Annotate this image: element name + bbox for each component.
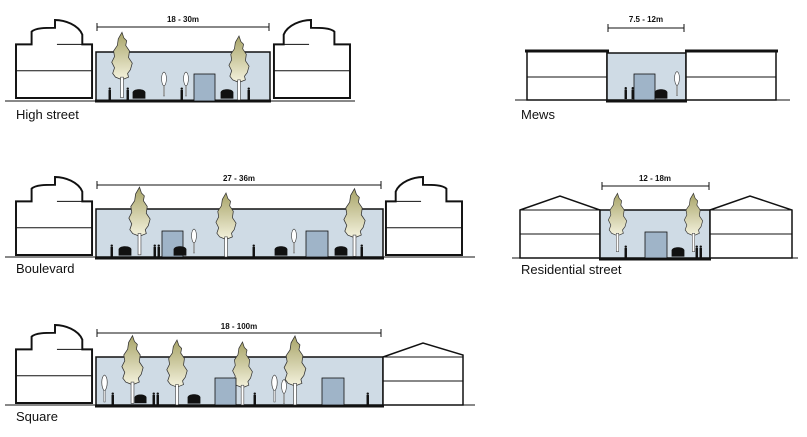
person-icon: [110, 244, 113, 257]
kiosk-icon: [193, 73, 216, 102]
section-boulevard: 27 - 36m Boulevard: [0, 160, 480, 280]
person-icon: [360, 244, 363, 257]
person-icon: [153, 244, 156, 257]
car-icon: [132, 89, 146, 99]
section-mews: 7.5 - 12m Mews: [510, 0, 807, 125]
building-icon: [14, 175, 94, 257]
person-icon: [366, 392, 369, 405]
building-icon: [384, 175, 464, 257]
person-icon: [624, 86, 627, 100]
person-icon: [252, 244, 255, 257]
car-icon: [187, 394, 201, 404]
section-residential-street: 12 - 18m Residential street: [500, 165, 807, 280]
square-drawing: [5, 323, 475, 408]
car-icon: [173, 246, 187, 256]
car-icon: [220, 89, 234, 99]
kiosk-icon: [644, 231, 668, 259]
car-icon: [334, 246, 348, 256]
kiosk-icon: [305, 230, 329, 258]
section-square: 18 - 100m Square: [0, 310, 480, 437]
residential-street-drawing: [512, 182, 798, 261]
person-icon: [695, 245, 698, 258]
kiosk-icon: [321, 377, 345, 406]
section-label: High street: [16, 107, 79, 122]
kiosk-icon: [633, 73, 656, 101]
section-label: Boulevard: [16, 261, 75, 276]
section-label: Square: [16, 409, 58, 424]
building-icon: [14, 323, 94, 405]
width-dimension: 18 - 100m: [217, 322, 261, 331]
person-icon: [156, 392, 159, 405]
width-dimension: 7.5 - 12m: [625, 15, 667, 24]
width-dimension: 18 - 30m: [163, 15, 203, 24]
person-icon: [631, 86, 634, 100]
person-icon: [111, 392, 114, 405]
car-icon: [118, 246, 132, 256]
mews-drawing: [515, 24, 790, 103]
high-street-drawing: [5, 18, 355, 103]
car-icon: [671, 247, 685, 257]
person-icon: [126, 87, 129, 100]
building-icon: [272, 18, 352, 100]
person-icon: [108, 87, 111, 100]
person-icon: [699, 245, 702, 258]
width-dimension: 12 - 18m: [635, 174, 675, 183]
person-icon: [247, 87, 250, 100]
person-icon: [157, 244, 160, 257]
section-high-street: 18 - 30m High street: [0, 0, 360, 125]
section-label: Mews: [521, 107, 555, 122]
car-icon: [274, 246, 288, 256]
car-icon: [654, 89, 668, 99]
boulevard-drawing: [5, 175, 475, 260]
width-dimension: 27 - 36m: [219, 174, 259, 183]
kiosk-icon: [214, 377, 237, 406]
section-label: Residential street: [521, 262, 622, 277]
person-icon: [253, 392, 256, 405]
person-icon: [180, 87, 183, 100]
building-icon: [14, 18, 94, 100]
car-icon: [134, 394, 147, 404]
person-icon: [624, 245, 627, 258]
person-icon: [152, 392, 155, 405]
